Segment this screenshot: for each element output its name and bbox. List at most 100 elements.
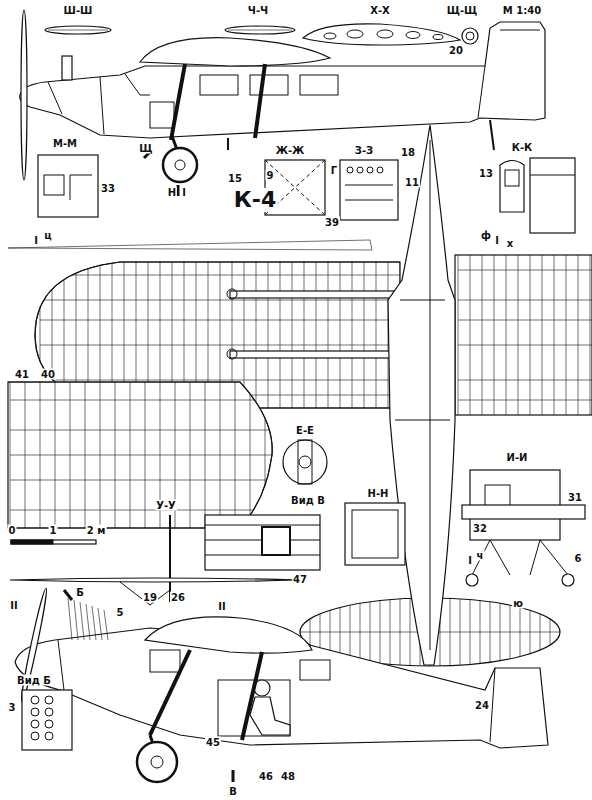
callout-label: 20	[448, 45, 464, 56]
callout-label: 9	[266, 170, 275, 181]
wing-rib	[10, 480, 275, 481]
callout-label: II	[217, 601, 226, 612]
wing-rib	[304, 260, 305, 410]
callout-label: 46	[258, 771, 274, 782]
engine-cylinder	[45, 696, 53, 704]
wing-rib	[40, 345, 400, 346]
wing-rib	[364, 260, 365, 410]
wing-rib	[494, 255, 495, 415]
callout-label: 40	[40, 369, 56, 380]
callout-label: ч	[476, 550, 485, 561]
callout-label: Н-Н	[367, 488, 390, 499]
callout-label: Вид В	[290, 495, 326, 506]
callout-label: 32	[472, 523, 488, 534]
wing-rib	[590, 255, 591, 415]
wing-rib	[542, 255, 543, 415]
wing-rib	[458, 270, 592, 271]
callout-label: I	[467, 555, 473, 566]
callout-label: Г	[330, 165, 338, 176]
callout-label: Ч-Ч	[247, 5, 269, 16]
wing-rib	[40, 380, 400, 381]
engine-cylinder	[45, 720, 53, 728]
callout-label: I	[494, 235, 500, 246]
callout-label: 33	[100, 183, 116, 194]
engine-cylinder	[98, 608, 102, 640]
wing-rib	[458, 345, 592, 346]
callout-label: II	[9, 600, 18, 611]
engine-cylinder	[104, 610, 108, 640]
wing-rib	[470, 255, 471, 415]
wing-rib	[376, 260, 377, 410]
callout-label: ю	[512, 598, 524, 609]
callout-label: 24	[474, 700, 490, 711]
callout-label: 1	[49, 525, 58, 536]
wing-rib	[482, 255, 483, 415]
callout-label: Б	[75, 587, 85, 598]
wing-rib	[458, 380, 592, 381]
side-view-lower	[15, 588, 548, 782]
callout-label: 48	[280, 771, 296, 782]
callout-label: 5	[116, 607, 125, 618]
callout-label: ц	[43, 230, 52, 241]
callout-label: 3	[8, 702, 17, 713]
wing-rib	[458, 255, 459, 415]
callout-label: ф	[480, 230, 492, 241]
callout-label: 41	[14, 369, 30, 380]
callout-label: 31	[567, 492, 583, 503]
engine-cylinder	[45, 708, 53, 716]
callout-label: Е-Е	[295, 425, 315, 436]
wing-rib	[518, 255, 519, 415]
engine-cylinder	[31, 708, 39, 716]
wing-rib	[566, 255, 567, 415]
drawing-title: К-4	[232, 188, 278, 212]
wing-rib	[530, 255, 531, 415]
callout-label: Вид Б	[16, 675, 52, 686]
callout-label: Ж-Ж	[275, 145, 306, 156]
wing-rib	[40, 300, 400, 301]
wing-rib	[328, 260, 329, 410]
callout-label: I	[33, 235, 39, 246]
wing-rib	[10, 400, 275, 401]
callout-label: 19	[142, 592, 158, 603]
callout-label: 39	[324, 217, 340, 228]
callout-label: Ш-Ш	[63, 5, 94, 16]
engine-cylinder	[68, 598, 72, 640]
callout-label: В	[228, 786, 238, 797]
wing-rib	[458, 320, 592, 321]
wing-rib	[280, 260, 281, 410]
detail-views	[10, 440, 585, 605]
callout-label: 13	[478, 168, 494, 179]
callout-label: 45	[205, 737, 221, 748]
wing-rib	[458, 300, 592, 301]
engine-cylinder	[74, 600, 78, 640]
wing-plan	[8, 125, 592, 666]
callout-label: х	[506, 238, 514, 249]
engine-cylinder	[31, 720, 39, 728]
callout-label: 11	[404, 177, 420, 188]
wing-rib	[10, 430, 275, 431]
callout-label: 18	[400, 147, 416, 158]
wing-rib	[268, 260, 269, 410]
callout-label: 15	[227, 173, 243, 184]
wing-rib	[458, 400, 592, 401]
callout-label: И-И	[506, 452, 529, 463]
callout-label: К-К	[511, 142, 534, 153]
engine-cylinder	[86, 604, 90, 640]
callout-label: Щ-Щ	[446, 5, 479, 16]
engine-cylinder	[31, 696, 39, 704]
wing-rib	[578, 255, 579, 415]
wing-rib	[316, 260, 317, 410]
callout-label: 2 м	[86, 525, 107, 536]
callout-label: Н	[167, 187, 177, 198]
engine-cylinder	[45, 732, 53, 740]
engine-cylinder	[92, 606, 96, 640]
callout-label: 6	[574, 553, 583, 564]
wing-rib	[256, 260, 257, 410]
wing-rib	[340, 260, 341, 410]
wing-rib	[292, 260, 293, 410]
callout-label: У-У	[155, 500, 177, 511]
wing-rib	[10, 510, 275, 511]
